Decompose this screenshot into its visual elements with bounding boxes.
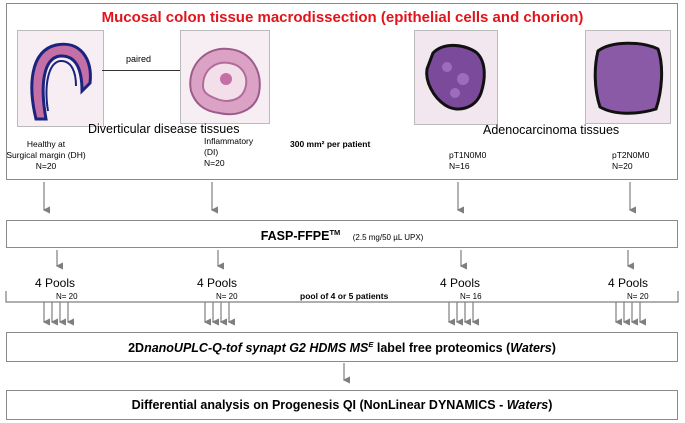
- healthy-tissue-image: [17, 30, 104, 127]
- diverticular-group-label: Diverticular disease tissues: [88, 122, 240, 136]
- pool-n-1: N= 20: [56, 292, 78, 301]
- adenocarcinoma-group-label: Adenocarcinoma tissues: [483, 123, 620, 137]
- area-per-patient-label: 300 mm² per patient: [290, 139, 371, 149]
- pool-n-4: N= 20: [627, 292, 649, 301]
- fasp-label: FASP-FFPETM: [260, 227, 341, 243]
- pool-label-2: 4 Pools: [197, 276, 238, 290]
- page-title: Mucosal colon tissue macrodissection (ep…: [101, 9, 584, 26]
- sample-label-pt1: pT1N0M0 N=16: [449, 150, 487, 171]
- pool-n-2: N= 20: [216, 292, 238, 301]
- sample-label-di: Inflammatory (DI) N=20: [204, 136, 254, 168]
- paired-connector: [102, 70, 180, 71]
- proteomics-box: 2DnanoUPLC-Q-tof synapt G2 HDMS MSE labe…: [6, 332, 678, 362]
- sample-label-pt2: pT2N0M0 N=20: [612, 150, 650, 171]
- pt1-tissue-image: [414, 30, 498, 125]
- pool-label-1: 4 Pools: [35, 276, 76, 290]
- fasp-ffpe-box: FASP-FFPETM (2.5 mg/50 µL UPX): [6, 220, 678, 248]
- pool-label-3: 4 Pools: [440, 276, 481, 290]
- pt2-tissue-image: [585, 30, 671, 124]
- pool-n-3: N= 16: [460, 292, 482, 301]
- paired-label: paired: [126, 54, 152, 64]
- analysis-box: Differential analysis on Progenesis QI (…: [6, 390, 678, 420]
- macrodissection-panel: [6, 3, 678, 180]
- inflammatory-tissue-image: [180, 30, 270, 124]
- pool-note: pool of 4 or 5 patients: [300, 291, 389, 301]
- analysis-label: Differential analysis on Progenesis QI (…: [131, 398, 553, 412]
- fasp-concentration: (2.5 mg/50 µL UPX): [352, 233, 424, 242]
- sample-label-dh: Healthy at Surgical margin (DH) N=20: [6, 139, 86, 171]
- pool-label-4: 4 Pools: [608, 276, 649, 290]
- proteomics-label: 2DnanoUPLC-Q-tof synapt G2 HDMS MSE labe…: [128, 340, 556, 356]
